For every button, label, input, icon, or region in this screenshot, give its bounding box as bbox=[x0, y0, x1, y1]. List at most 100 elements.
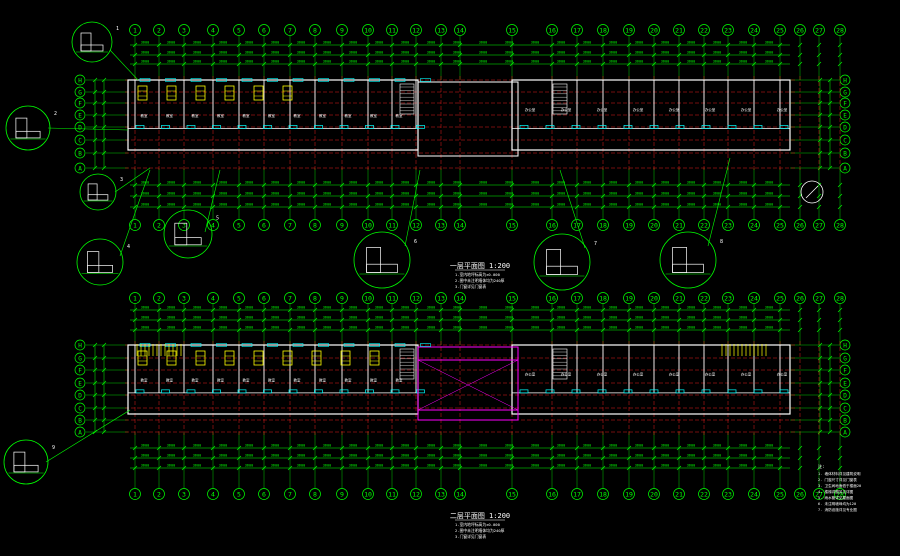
dimension-tick bbox=[827, 150, 833, 156]
stair bbox=[552, 348, 568, 380]
detail-circle bbox=[533, 233, 591, 291]
dimension-tick bbox=[261, 42, 267, 48]
dimension-tick bbox=[457, 307, 463, 313]
door-symbol bbox=[675, 389, 685, 394]
toilet-fixture bbox=[137, 350, 148, 366]
dimension-text: 3600 bbox=[765, 316, 773, 320]
dimension-text: 3600 bbox=[245, 326, 253, 330]
dimension-text: 3600 bbox=[583, 444, 591, 448]
dimension-tick bbox=[626, 465, 632, 471]
dimension-tick bbox=[827, 355, 833, 361]
room-label: 教室 bbox=[217, 113, 224, 118]
axis-label: F bbox=[78, 100, 82, 107]
dimension-tick bbox=[574, 455, 580, 461]
dimension-tick bbox=[827, 89, 833, 95]
axis-bubble bbox=[748, 219, 760, 231]
detail-circle bbox=[3, 439, 49, 485]
room-label: 办公室 bbox=[777, 371, 788, 376]
dimension-tick bbox=[312, 445, 318, 451]
axis-bubble bbox=[813, 292, 825, 304]
axis-bubble bbox=[284, 24, 296, 36]
dimension-tick bbox=[312, 317, 318, 323]
atrium-void bbox=[417, 359, 519, 411]
dimension-tick bbox=[156, 465, 162, 471]
dimension-text: 3600 bbox=[219, 203, 227, 207]
room-label: 办公室 bbox=[777, 107, 788, 112]
dimension-tick bbox=[777, 327, 783, 333]
dimension-tick bbox=[156, 52, 162, 58]
axis-label: 15 bbox=[508, 491, 516, 499]
dimension-tick bbox=[389, 455, 395, 461]
dimension-tick bbox=[438, 182, 444, 188]
room-label: 办公室 bbox=[669, 107, 680, 112]
stair bbox=[399, 348, 415, 380]
dimension-text: 3600 bbox=[271, 444, 279, 448]
dimension-text: 3600 bbox=[245, 41, 253, 45]
window-symbol bbox=[318, 78, 329, 82]
dimension-tick bbox=[651, 204, 657, 210]
dimension-text: 3600 bbox=[635, 203, 643, 207]
dimension-text: 3600 bbox=[739, 181, 747, 185]
dimension-text: 3600 bbox=[271, 60, 279, 64]
door-symbol bbox=[186, 389, 196, 394]
dimension-tick bbox=[413, 327, 419, 333]
axis-label: 7 bbox=[288, 222, 292, 230]
dimension-text: 3600 bbox=[427, 454, 435, 458]
axis-label: 10 bbox=[364, 295, 372, 303]
axis-label: 11 bbox=[388, 491, 396, 499]
dimension-tick bbox=[389, 52, 395, 58]
dimension-tick bbox=[365, 455, 371, 461]
room-label: 办公室 bbox=[561, 371, 572, 376]
dimension-tick bbox=[751, 42, 757, 48]
dimension-text: 3600 bbox=[609, 444, 617, 448]
room-label: 办公室 bbox=[633, 107, 644, 112]
dimension-text: 3600 bbox=[271, 464, 279, 468]
dimension-text: 3600 bbox=[713, 41, 721, 45]
dimension-tick bbox=[751, 455, 757, 461]
axis-label: 19 bbox=[625, 222, 633, 230]
dimension-text: 3600 bbox=[401, 203, 409, 207]
dimension-text: 3600 bbox=[687, 444, 695, 448]
dimension-text: 3600 bbox=[739, 316, 747, 320]
dimension-text: 3600 bbox=[167, 181, 175, 185]
door-symbol bbox=[314, 389, 323, 394]
dimension-tick bbox=[101, 124, 107, 130]
axis-bubble bbox=[834, 292, 846, 304]
dimension-tick bbox=[816, 52, 822, 58]
dimension-text: 3600 bbox=[401, 306, 409, 310]
dimension-tick bbox=[549, 193, 555, 199]
axis-bubble bbox=[207, 24, 219, 36]
dimension-text: 3600 bbox=[427, 192, 435, 196]
dimension-tick bbox=[156, 61, 162, 67]
axis-label: 4 bbox=[211, 295, 215, 303]
axis-bubble bbox=[74, 339, 86, 351]
north-arrow-pointer bbox=[805, 185, 819, 199]
door-symbol bbox=[779, 125, 789, 129]
axis-bubble bbox=[178, 292, 190, 304]
dimension-tick bbox=[101, 380, 107, 386]
axis-label: 11 bbox=[388, 222, 396, 230]
toilet-fixture bbox=[253, 350, 264, 366]
axis-bubble bbox=[129, 488, 141, 500]
dimension-tick bbox=[701, 193, 707, 199]
dimension-tick bbox=[600, 317, 606, 323]
dimension-tick bbox=[626, 307, 632, 313]
dimension-tick bbox=[509, 193, 515, 199]
axis-bubble bbox=[233, 292, 245, 304]
dimension-tick bbox=[827, 137, 833, 143]
dimension-tick bbox=[413, 61, 419, 67]
dimension-tick bbox=[626, 61, 632, 67]
dimension-text: 3600 bbox=[323, 203, 331, 207]
axis-bubble bbox=[74, 426, 86, 438]
dimension-text: 3600 bbox=[349, 316, 357, 320]
dimension-tick bbox=[725, 193, 731, 199]
dimension-text: 3600 bbox=[531, 444, 539, 448]
dimension-tick bbox=[651, 465, 657, 471]
axis-label: 3 bbox=[182, 27, 186, 35]
room-label: 办公室 bbox=[741, 371, 752, 376]
axis-label: 8 bbox=[313, 295, 317, 303]
dimension-tick bbox=[777, 455, 783, 461]
dimension-text: 3600 bbox=[713, 60, 721, 64]
axis-label: 14 bbox=[456, 27, 464, 35]
dimension-tick bbox=[312, 465, 318, 471]
